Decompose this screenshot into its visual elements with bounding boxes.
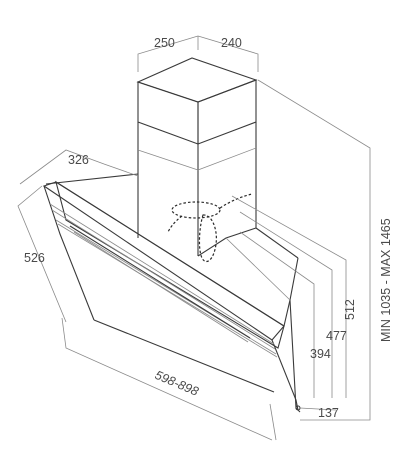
dim-height-477: 477 (326, 329, 347, 343)
dim-hood-width: 598-898 (153, 368, 201, 399)
dim-chimney-depth: 240 (221, 36, 242, 50)
dim-height-512: 512 (343, 299, 357, 320)
dim-height-394: 394 (310, 347, 331, 361)
dim-depth-137: 137 (318, 406, 339, 420)
dimension-lines (17, 35, 371, 441)
dim-glass-height: 526 (24, 251, 45, 265)
chimney-lower (137, 122, 257, 256)
hood-body (42, 173, 301, 413)
dim-total-height: MIN 1035 - MAX 1465 (379, 218, 393, 342)
chimney-upper (136, 57, 258, 145)
dim-hood-depth: 326 (68, 153, 89, 167)
dim-chimney-width: 250 (154, 36, 175, 50)
